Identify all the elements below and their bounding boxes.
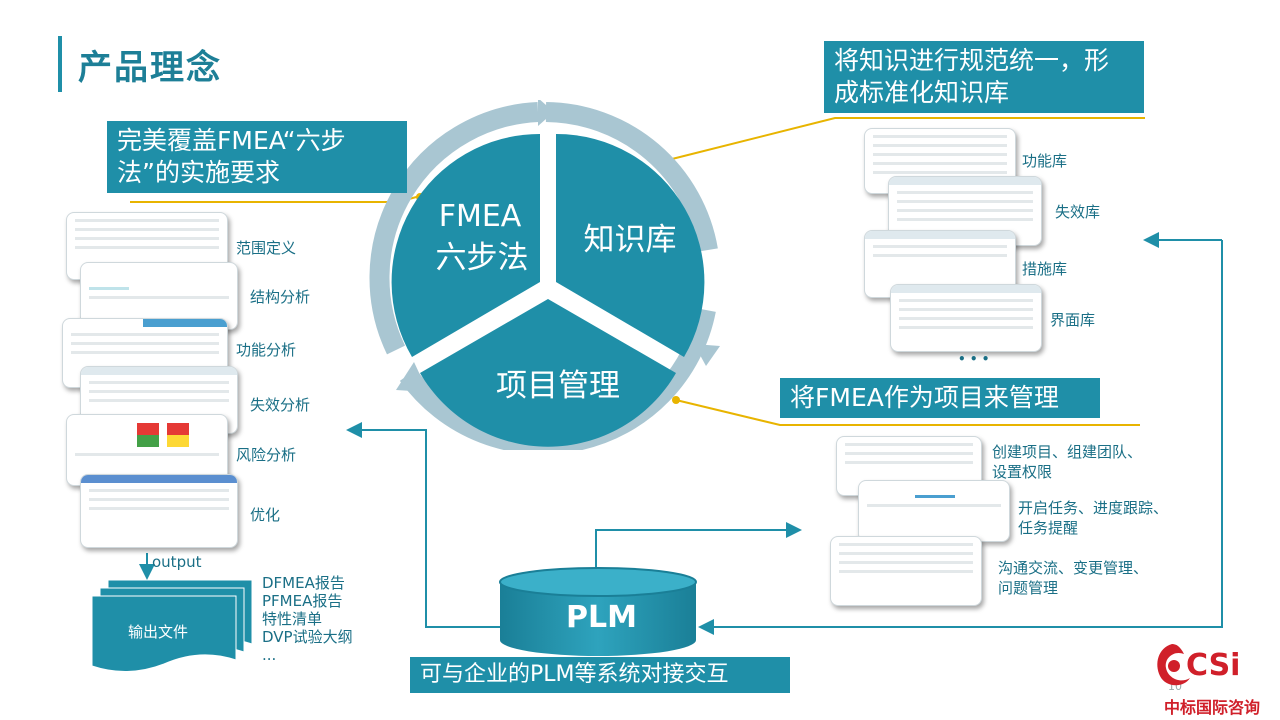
- segment-fmea-six-steps: [391, 133, 540, 357]
- lib-failure: 失效库: [1055, 203, 1101, 221]
- output-list: DFMEA报告 PFMEA报告 特性清单 DVP试验大纲 ...: [262, 574, 353, 664]
- project-feature-3-line1: 沟通交流、变更管理、: [998, 559, 1149, 577]
- step-failure: 失效分析: [250, 396, 311, 414]
- ring-arrowhead-top: [538, 100, 554, 126]
- callout-project: 将FMEA作为项目来管理: [780, 378, 1100, 418]
- knowledge-connector-line: [667, 117, 1145, 161]
- plm-label: PLM: [566, 600, 637, 635]
- step-risk: 风险分析: [236, 446, 297, 464]
- callout-knowledge: 将知识进行规范统一，形 成标准化知识库: [824, 41, 1144, 113]
- output-item: PFMEA报告: [262, 592, 343, 610]
- wheel-knowledge: 知识库: [584, 222, 677, 258]
- ring-arrowhead-right: [694, 344, 720, 366]
- wheel-project: 项目管理: [496, 368, 620, 404]
- wheel-fmea-line1: FMEA: [439, 199, 522, 234]
- title-accent-bar: [58, 36, 62, 92]
- project-feature-1: 创建项目、组建团队、 设置权限: [992, 442, 1142, 482]
- step-scope: 范围定义: [236, 239, 297, 257]
- lib-measure: 措施库: [1022, 260, 1068, 278]
- wheel-fmea-line2: 六步法: [436, 240, 529, 276]
- output-document-stack: [92, 580, 253, 673]
- output-item: 特性清单: [262, 610, 323, 628]
- concept-wheel: FMEA 六步法 知识库 项目管理: [369, 100, 720, 450]
- step-optimize: 优化: [250, 506, 281, 524]
- project-feature-2-line1: 开启任务、进度跟踪、: [1018, 499, 1169, 517]
- project-connector-line: [675, 399, 1140, 426]
- callout-fmea-line2: 法”的实施要求: [117, 158, 280, 187]
- project-feature-3-line2: 问题管理: [998, 579, 1059, 597]
- project-feature-1-line1: 创建项目、组建团队、: [992, 443, 1143, 461]
- lib-interface: 界面库: [1050, 311, 1096, 329]
- plm-to-project-arrow: [595, 522, 802, 585]
- ring-arrowhead-left: [396, 362, 428, 392]
- callout-knowledge-line1: 将知识进行规范统一，形: [834, 46, 1110, 75]
- segment-knowledge-base: [556, 133, 705, 357]
- logo-subtitle: 中标国际咨询: [1164, 698, 1261, 717]
- output-item: DVP试验大纲: [262, 628, 353, 646]
- libraries-more: • • •: [958, 352, 990, 366]
- project-feature-3: 沟通交流、变更管理、 问题管理: [998, 558, 1148, 598]
- callout-plm: 可与企业的PLM等系统对接交互: [410, 657, 790, 693]
- thumb-optimize: [80, 474, 238, 548]
- callout-fmea-line1: 完美覆盖FMEA“六步: [117, 126, 346, 155]
- output-item: DFMEA报告: [262, 574, 345, 592]
- logo-emblem: [1157, 644, 1190, 686]
- logo-text: CSi: [1186, 648, 1241, 683]
- output-label: output: [152, 553, 202, 571]
- lib-function: 功能库: [1022, 152, 1068, 170]
- segment-project-management: [420, 299, 676, 447]
- project-feature-1-line2: 设置权限: [992, 463, 1053, 481]
- thumb-task-tracking: [858, 480, 1010, 542]
- knowledge-to-plm-arrow: [698, 240, 1223, 635]
- callout-knowledge-line2: 成标准化知识库: [834, 78, 1010, 107]
- output-doc-label: 输出文件: [128, 623, 189, 641]
- output-item: ...: [262, 646, 277, 664]
- step-function: 功能分析: [236, 341, 297, 359]
- project-connector-dot: [672, 396, 680, 404]
- page-title: 产品理念: [78, 48, 222, 88]
- thumb-interface-lib: [890, 284, 1042, 352]
- plm-to-steps-arrow: [346, 422, 500, 628]
- callout-fmea: 完美覆盖FMEA“六步 法”的实施要求: [107, 121, 407, 193]
- step-structure: 结构分析: [250, 288, 311, 306]
- plm-cylinder: [499, 567, 697, 656]
- project-feature-2: 开启任务、进度跟踪、 任务提醒: [1018, 498, 1168, 538]
- thumb-communication: [830, 536, 982, 606]
- ring-arc-top: [545, 102, 718, 252]
- project-feature-2-line2: 任务提醒: [1018, 519, 1079, 537]
